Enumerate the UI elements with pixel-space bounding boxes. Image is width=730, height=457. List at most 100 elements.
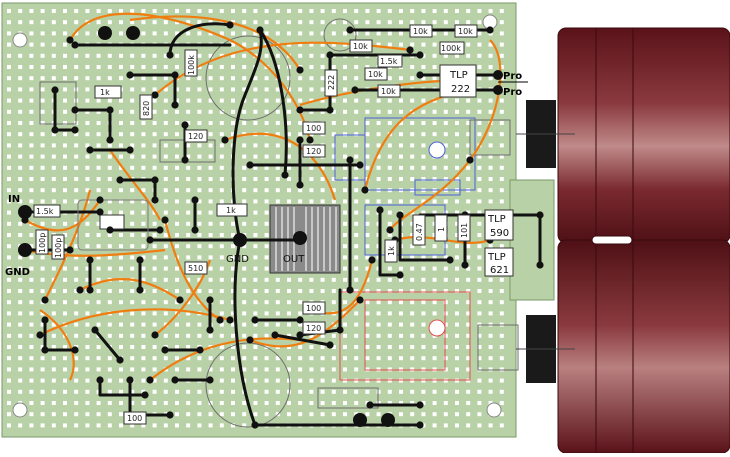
board-hole [376,31,381,36]
board-hole [186,188,191,193]
board-hole [253,356,258,361]
board-hole [320,277,325,282]
board-hole [387,300,392,305]
tlp-222-box: TLP 222 [439,64,477,98]
board-hole [365,31,370,36]
board-hole [119,9,123,13]
board-hole [466,255,471,260]
board-hole [63,244,67,249]
board-hole [141,401,146,405]
board-hole [96,98,101,103]
board-hole [387,311,392,316]
board-hole [421,76,426,81]
board-hole [63,20,67,25]
board-hole [331,154,336,159]
board-hole [376,401,381,405]
solder-pad [296,316,304,324]
resistor-100-c: 100 [123,411,147,425]
board-hole [421,255,426,260]
tlp-222-label: TLP [449,70,468,81]
board-hole [298,76,303,81]
board-hole [74,188,79,193]
board-hole [387,210,392,215]
board-hole [51,165,56,170]
board-hole [455,177,459,181]
resistor-120-a: 120 [302,144,326,158]
solder-pad [416,421,424,429]
board-hole [219,188,224,193]
board-hole [40,9,45,13]
board-hole [365,132,370,137]
board-hole [152,289,157,293]
board-hole [29,132,34,137]
board-hole [320,333,325,338]
resistor-100-b-label: 100 [306,304,321,313]
board-hole [275,98,280,103]
board-hole [186,165,191,170]
board-hole [152,322,157,327]
tlp-590-number: 590 [490,228,509,239]
board-hole [477,266,482,271]
board-hole [18,345,23,349]
solder-pad [176,296,184,304]
board-hole [253,165,258,170]
board-hole [253,42,258,47]
board-hole [499,165,504,170]
board-hole [18,177,23,181]
board-hole [152,378,157,383]
board-hole [443,333,448,338]
board-hole [455,244,459,249]
board-hole [74,423,79,428]
board-hole [354,255,359,260]
board-hole [141,221,146,226]
board-hole [29,154,34,159]
board-hole [354,289,359,293]
board-hole [466,9,471,13]
solder-pad [416,51,424,59]
board-hole [163,423,168,428]
board-hole [7,345,11,349]
board-hole [242,76,247,81]
board-hole [499,356,504,361]
board-hole [421,9,426,13]
board-hole [443,277,448,282]
board-hole [499,132,504,137]
board-hole [443,31,448,36]
tlp-621-number: 621 [490,265,509,276]
board-hole [410,132,415,137]
board-hole [443,210,448,215]
board-hole [74,412,79,417]
board-hole [488,333,493,338]
board-hole [298,20,303,25]
board-hole [186,322,191,327]
board-hole [74,255,79,260]
board-hole [432,109,437,114]
board-hole [354,311,359,316]
board-hole [477,76,482,81]
board-hole [18,65,23,69]
board-hole [287,98,291,103]
solder-pad [141,391,149,399]
board-hole [354,199,359,204]
board-hole [219,423,224,428]
board-hole [163,188,168,193]
board-hole [320,65,325,69]
board-hole [51,20,56,25]
board-hole [141,423,146,428]
board-hole [74,356,79,361]
board-hole [365,389,370,394]
board-hole [63,87,67,92]
board-hole [343,199,347,204]
solder-pads [21,21,544,429]
board-hole [130,109,135,114]
board-hole [7,210,11,215]
solder-pad [106,136,114,144]
resistor-100k-top: 100k [184,49,198,77]
board-hole [253,143,258,148]
board-hole [488,300,493,305]
board-hole [18,121,23,125]
board-hole [432,53,437,58]
capacitor-100p: 100p [35,229,49,255]
board-hole [130,356,135,361]
board-hole [175,322,179,327]
